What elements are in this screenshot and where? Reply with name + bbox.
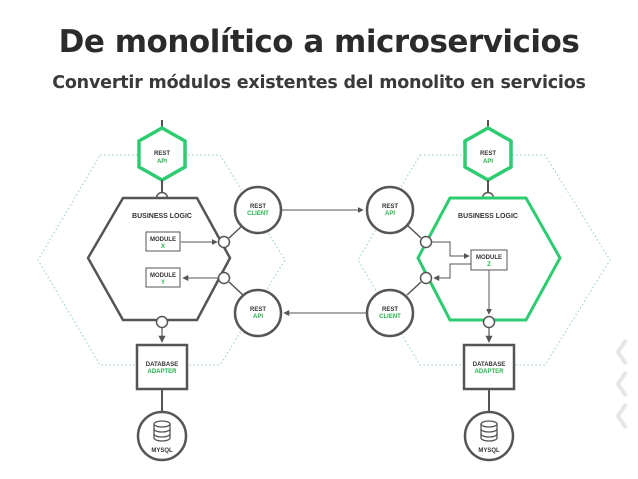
svg-text:API: API — [253, 314, 263, 320]
left-business-logic-hexagon — [86, 196, 232, 322]
svg-text:Z: Z — [487, 262, 491, 268]
svg-text:MYSQL: MYSQL — [151, 448, 173, 454]
svg-text:DATABASE: DATABASE — [146, 362, 178, 368]
right-database-adapter: DATABASE ADAPTER — [462, 343, 516, 391]
chevron-watermark-icon — [615, 338, 628, 430]
left-port-client — [217, 235, 231, 249]
left-rest-api-line1: REST — [154, 151, 170, 157]
right-rest-api-node: REST API — [463, 125, 513, 183]
svg-text:API: API — [385, 211, 395, 217]
svg-text:CLIENT: CLIENT — [247, 211, 269, 217]
left-monolith: REST API BUSINESS LOGIC MODULE X MODULE … — [37, 120, 286, 462]
svg-text:REST: REST — [382, 204, 398, 210]
right-service: REST API BUSINESS LOGIC MODULE Z REST AP… — [357, 120, 611, 462]
left-rest-api-line2: API — [157, 159, 167, 165]
left-module-x: MODULE X — [145, 231, 181, 252]
left-port-bottom — [155, 315, 169, 329]
right-port-client — [419, 271, 433, 285]
svg-text:DATABASE: DATABASE — [473, 362, 505, 368]
database-icon — [480, 420, 498, 442]
left-mysql-node: MYSQL — [136, 410, 188, 462]
svg-text:Y: Y — [161, 280, 165, 286]
left-port-api — [217, 271, 231, 285]
svg-text:REST: REST — [250, 204, 266, 210]
svg-text:REST: REST — [480, 151, 496, 157]
left-rest-api-out-node: REST API — [233, 288, 283, 338]
database-icon — [153, 420, 171, 442]
right-port-bottom — [482, 315, 496, 329]
svg-text:MODULE: MODULE — [150, 237, 176, 243]
svg-text:MODULE: MODULE — [476, 255, 502, 261]
left-rest-api-node: REST API — [137, 125, 187, 183]
left-module-y: MODULE Y — [145, 267, 181, 288]
svg-text:X: X — [161, 244, 165, 250]
svg-text:MYSQL: MYSQL — [478, 448, 500, 454]
left-business-logic-label: BUSINESS LOGIC — [132, 213, 192, 220]
svg-text:REST: REST — [382, 307, 398, 313]
right-port-api — [419, 235, 433, 249]
right-rest-client-node: REST CLIENT — [365, 288, 415, 338]
svg-text:ADAPTER: ADAPTER — [474, 369, 504, 375]
page-title: De monolítico a microservicios — [58, 24, 580, 60]
left-database-adapter: DATABASE ADAPTER — [135, 343, 189, 391]
svg-text:ADAPTER: ADAPTER — [147, 369, 177, 375]
right-mysql-node: MYSQL — [463, 410, 515, 462]
right-module-z: MODULE Z — [470, 249, 508, 271]
right-rest-api-in-node: REST API — [365, 185, 415, 235]
left-outer-hexagon — [37, 154, 286, 366]
right-business-logic-label: BUSINESS LOGIC — [458, 213, 518, 220]
left-rest-client-node: REST CLIENT — [233, 185, 283, 235]
svg-text:CLIENT: CLIENT — [379, 314, 401, 320]
page-subtitle: Convertir módulos existentes del monolit… — [52, 73, 586, 93]
svg-text:API: API — [483, 159, 493, 165]
svg-text:REST: REST — [250, 307, 266, 313]
svg-text:MODULE: MODULE — [150, 273, 176, 279]
right-outer-hexagon — [357, 154, 611, 366]
